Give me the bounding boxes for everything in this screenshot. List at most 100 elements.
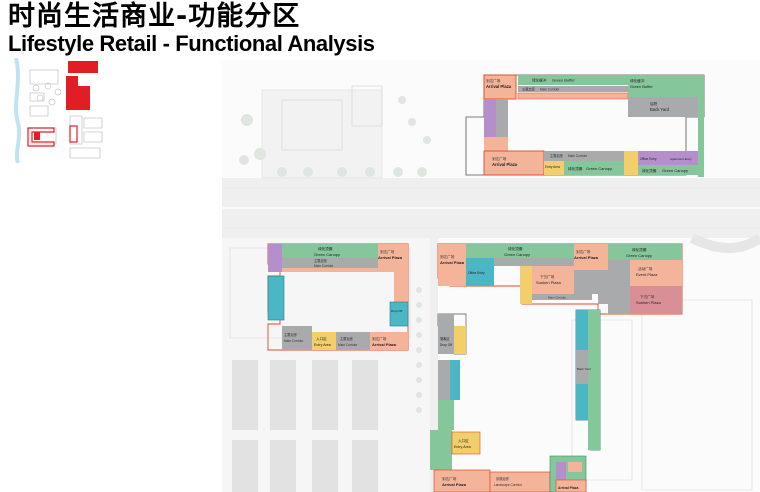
arrival-plaza-zone-w2 — [370, 332, 408, 350]
svg-text:Office Entry: Office Entry — [468, 271, 485, 275]
svg-text:Arrival Plaza: Arrival Plaza — [558, 486, 578, 490]
entry-area-zone-w — [312, 332, 336, 350]
svg-text:Arrival Plaza: Arrival Plaza — [486, 84, 512, 89]
svg-text:Green Canopy: Green Canopy — [314, 252, 340, 257]
apartment-entry-zone — [668, 151, 698, 165]
office-spine: 入口区 Entry Area 到达广场 Arrival Plaza — [430, 360, 491, 492]
sunken-plaza-zone-1 — [532, 266, 574, 294]
svg-text:Back Yard: Back Yard — [650, 107, 670, 112]
svg-text:Main Corridor: Main Corridor — [568, 154, 588, 158]
keymap-highlight-3 — [66, 86, 90, 110]
svg-text:入口区: 入口区 — [458, 438, 469, 443]
svg-text:绿化顶棚: 绿化顶棚 — [508, 246, 523, 251]
green-canopy-zone-e2 — [608, 244, 682, 260]
office-entry-zone-ne — [638, 151, 668, 165]
svg-text:Green Canopy: Green Canopy — [626, 253, 652, 258]
landscape-corridor-zone — [489, 471, 551, 492]
svg-text:Main Corridor: Main Corridor — [548, 296, 566, 300]
svg-text:Green Buffer: Green Buffer — [630, 84, 653, 89]
svg-text:主要走廊: 主要走廊 — [284, 332, 298, 337]
arrival-plaza-zone — [483, 74, 517, 100]
svg-text:主要走廊: 主要走廊 — [340, 336, 354, 341]
svg-text:到达广场: 到达广场 — [380, 249, 395, 254]
svg-text:绿化顶棚: 绿化顶棚 — [568, 166, 583, 171]
svg-text:Green Canopy: Green Canopy — [662, 168, 688, 173]
svg-text:Arrival Plaza: Arrival Plaza — [442, 482, 467, 487]
trees — [239, 96, 431, 177]
drop-off-zone-w — [389, 301, 409, 327]
arrival-plaza-zone-e2 — [574, 244, 608, 270]
office-entry-zone-spine-2 — [576, 310, 588, 350]
arrival-plaza-zone-s1 — [433, 469, 491, 492]
svg-text:Sunken Plaza: Sunken Plaza — [536, 280, 561, 285]
svg-text:主要走廊: 主要走廊 — [314, 258, 328, 263]
green-canopy-zone-e — [466, 244, 574, 258]
svg-text:绿化缓冲: 绿化缓冲 — [532, 78, 547, 83]
office-entry-zone-e — [466, 258, 494, 286]
svg-text:绿化缓冲: 绿化缓冲 — [630, 78, 645, 83]
svg-text:Entry Area: Entry Area — [545, 165, 560, 169]
residential-towers — [232, 360, 378, 492]
drop-off-block: 落客区 Drop Off — [437, 313, 467, 355]
svg-text:Event Plaza: Event Plaza — [636, 272, 658, 277]
svg-text:Main Corridor: Main Corridor — [284, 339, 304, 343]
svg-text:绿化顶棚: 绿化顶棚 — [318, 246, 333, 251]
page-title-en: Lifestyle Retail - Functional Analysis — [8, 31, 375, 56]
svg-text:Main Corridor: Main Corridor — [314, 264, 334, 268]
arrival-plaza-zone-s2 — [555, 479, 587, 492]
entry-area-zone-e — [520, 266, 532, 304]
keymap-highlight-1 — [68, 61, 98, 73]
river-line — [14, 58, 22, 163]
svg-text:Arrival Plaza: Arrival Plaza — [440, 260, 465, 265]
svg-text:Arrival Plaza: Arrival Plaza — [492, 162, 518, 167]
arrival-plaza-zone-s — [483, 150, 545, 176]
site-key-map — [8, 58, 106, 163]
svg-text:主要走廊: 主要走廊 — [550, 153, 564, 158]
svg-text:绿化顶棚: 绿化顶棚 — [642, 168, 657, 173]
green-buffer-zone — [518, 75, 628, 85]
svg-text:到达广场: 到达广场 — [440, 254, 455, 259]
svg-text:Main Corridor: Main Corridor — [338, 343, 358, 347]
arrival-plaza-zone-e1 — [438, 244, 466, 286]
svg-text:Main Corridor: Main Corridor — [540, 88, 560, 92]
entry-area-zone-n — [544, 161, 564, 175]
sunken-plaza-zone-2 — [630, 286, 682, 314]
svg-text:入口区: 入口区 — [316, 336, 327, 341]
svg-text:Drop Off: Drop Off — [440, 343, 452, 347]
office-entry-zone-w — [268, 244, 282, 272]
south-block: 景观走廊 Landscape Corridor Arrival Plaza — [489, 455, 587, 492]
svg-text:主要走廊: 主要走廊 — [522, 87, 536, 92]
green-canopy-zone-w — [282, 244, 378, 258]
green-canopy-zone-n — [564, 161, 624, 175]
svg-text:Sunken Plaza: Sunken Plaza — [636, 300, 661, 305]
green-buffer-zone-ne — [628, 75, 698, 97]
svg-text:Apartment Entry: Apartment Entry — [670, 157, 692, 161]
svg-text:到达广场: 到达广场 — [576, 249, 591, 254]
svg-text:到达广场: 到达广场 — [486, 78, 501, 83]
drop-off-zone-e — [438, 314, 454, 354]
svg-text:活动广场: 活动广场 — [638, 266, 653, 271]
svg-text:Green Buffer: Green Buffer — [552, 78, 575, 83]
svg-text:后院: 后院 — [650, 101, 658, 106]
svg-text:Entry Area: Entry Area — [454, 445, 471, 449]
svg-text:Entry Area: Entry Area — [314, 343, 331, 347]
svg-text:Arrival Plaza: Arrival Plaza — [378, 255, 403, 260]
svg-text:下沉广场: 下沉广场 — [540, 274, 555, 279]
back-yard-zone — [628, 97, 698, 117]
building-outlines — [29, 69, 59, 117]
svg-text:绿化顶棚: 绿化顶棚 — [632, 247, 647, 252]
west-block: 绿化顶棚 Green Canopy 主要走廊 Main Corridor 到达广… — [267, 243, 409, 351]
svg-text:Office Entry: Office Entry — [640, 157, 657, 161]
functional-plan: 到达广场 Arrival Plaza 绿化缓冲 Green Buffer 主要走… — [222, 60, 760, 492]
north-block: 到达广场 Arrival Plaza 绿化缓冲 Green Buffer 主要走… — [465, 74, 705, 177]
svg-text:下沉广场: 下沉广场 — [640, 294, 655, 299]
arrival-plaza-zone-w1 — [378, 244, 408, 272]
svg-text:Arrival Plaza: Arrival Plaza — [574, 255, 599, 260]
office-entry-zone-w2 — [267, 275, 285, 321]
svg-text:景观走廊: 景观走廊 — [496, 476, 510, 481]
east-backyard-strip: Back Yard — [575, 309, 601, 451]
keymap-highlight-4 — [27, 127, 55, 147]
svg-text:Back Yard: Back Yard — [577, 367, 591, 371]
event-plaza-zone — [630, 260, 682, 286]
svg-text:Green Canopy: Green Canopy — [504, 252, 530, 257]
